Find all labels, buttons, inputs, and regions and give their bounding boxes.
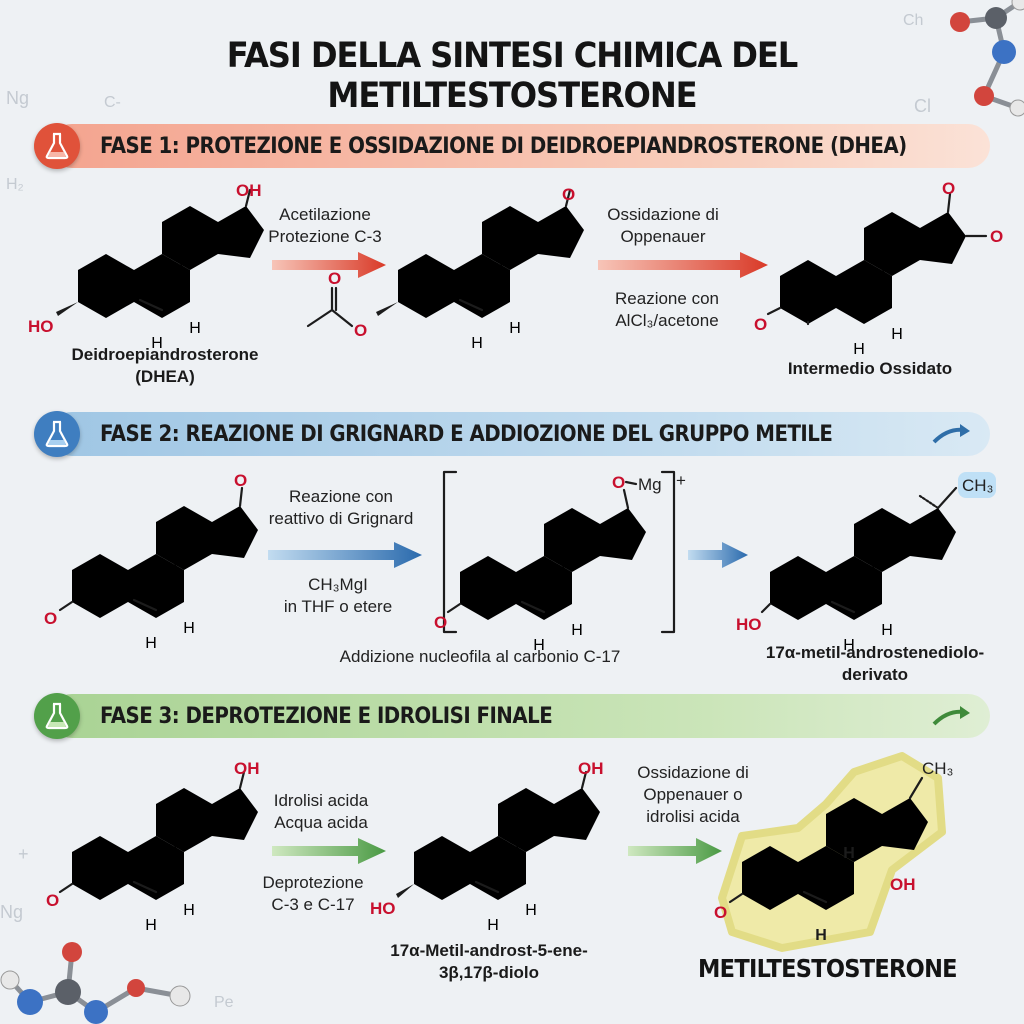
background-symbol: C- <box>104 94 121 111</box>
flask-icon <box>45 702 69 730</box>
diol-label: 17α-Metil-androst-5-ene- 3β,17β-diolo <box>390 941 588 982</box>
reaction-arrow <box>272 252 386 278</box>
grignard-step-label: Reazione con reattivo di Grignard <box>268 487 414 528</box>
phase2-flask-badge <box>34 411 80 457</box>
carbonyl-label: O <box>562 185 575 204</box>
ester-oxygen-label: O <box>354 321 367 340</box>
methyl-androstenediol-label: 17α-metil-androstenediolo- derivato <box>765 643 985 684</box>
nucleophilic-addition-note: Addizione nucleofila al carbonio C-17 <box>339 647 621 666</box>
methyl-label: CH₃ <box>962 476 993 495</box>
alcl3-step-label: Reazione con AlCl₃/acetone <box>615 289 719 330</box>
magnesium-alkoxide-molecule: O O Mg <box>434 473 662 654</box>
hydroxyl-label: HO <box>28 317 54 336</box>
methyltestosterone-molecule: H H O CH₃ OH <box>714 752 953 952</box>
reaction-arrow <box>268 542 422 568</box>
carbonyl-label: O <box>44 609 57 628</box>
hydroxyl-label: OH <box>234 759 260 778</box>
alkoxide-oxygen-label: O <box>612 473 625 492</box>
hydroxyl-label: OH <box>890 875 916 894</box>
reaction-arrow <box>598 252 768 278</box>
acid-hydrolysis-step-label: Idrolisi acida Acqua acida <box>273 791 369 832</box>
svg-text:H: H <box>843 845 855 862</box>
hydroxyl-label: HO <box>370 899 396 918</box>
testosterone-like-molecule: O OH <box>46 759 260 934</box>
ball-and-stick-molecule-icon <box>0 942 191 1024</box>
dhea-molecule: OH HO <box>28 181 264 352</box>
carbonyl-label: O <box>942 179 955 198</box>
background-symbol: Ng <box>0 902 24 922</box>
phase3-flask-badge <box>34 693 80 739</box>
background-symbol: Ng <box>6 88 30 108</box>
hydroxyl-label: OH <box>578 759 604 778</box>
grignard-intermediate-bracket <box>442 470 676 634</box>
carbonyl-label: O <box>754 315 767 334</box>
hydroxyl-label: OH <box>236 181 262 200</box>
background-symbol: Cl <box>914 96 931 116</box>
phase3-banner: FASE 3: DEPROTEZIONE E IDROLISI FINALE <box>50 694 990 738</box>
forward-arrow-icon <box>932 706 970 726</box>
page-title: FASI DELLA SINTESI CHIMICA DEL METILTEST… <box>226 36 799 116</box>
carbonyl-label: O <box>714 903 727 922</box>
reaction-arrow <box>272 838 386 864</box>
reaction-arrow <box>688 542 748 568</box>
reagent-step-label: CH₃MgI in THF o etere <box>283 575 393 616</box>
background-symbol: Pe <box>214 994 234 1011</box>
final-step-label: Ossidazione di Oppenauer o idrolisi acid… <box>637 763 749 826</box>
forward-arrow-icon <box>932 424 970 444</box>
phase1-flask-badge <box>34 123 80 169</box>
deprotection-step-label: Deprotezione C-3 e C-17 <box>262 873 364 914</box>
phase2-banner: FASE 2: REAZIONE DI GRIGNARD E ADDIOZION… <box>50 412 990 456</box>
carbonyl-label: O <box>990 227 1003 246</box>
oppenauer-step-label: Ossidazione di Oppenauer <box>607 205 719 246</box>
methyl-androstenediol-diol-molecule: HO OH <box>370 759 604 934</box>
flask-icon <box>45 420 69 448</box>
background-symbol: Ch <box>903 12 924 29</box>
acetylation-step-label: Acetilazione Protezione C-3 <box>268 205 382 246</box>
carbonyl-label: O <box>328 269 341 288</box>
methyltestosterone-label: METILTESTOSTERONE <box>698 954 958 983</box>
magnesium-label: Mg <box>638 475 662 494</box>
carbonyl-label: O <box>434 613 447 632</box>
intermediate-label: Intermedio Ossidato <box>787 359 953 378</box>
background-symbol: + <box>18 844 29 864</box>
carbonyl-label: O <box>234 471 247 490</box>
reaction-arrow <box>628 838 722 864</box>
phase1-title: FASE 1: PROTEZIONE E OSSIDAZIONE DI DEID… <box>100 133 907 159</box>
carbonyl-label: O <box>46 891 59 910</box>
flask-icon <box>45 132 69 160</box>
oxidized-intermediate-molecule: O O O <box>754 179 1003 358</box>
svg-text:H: H <box>815 927 827 944</box>
phase1-banner: FASE 1: PROTEZIONE E OSSIDAZIONE DI DEID… <box>50 124 990 168</box>
hydroxyl-label: HO <box>736 615 762 634</box>
acetylated-dhea-molecule: O O O <box>306 185 584 352</box>
phase3-title: FASE 3: DEPROTEZIONE E IDROLISI FINALE <box>100 703 553 729</box>
background-symbol: H₂ <box>6 176 24 193</box>
charge-label: + <box>676 471 686 490</box>
dhea-label: Deidroepiandrosterone (DHEA) <box>71 345 259 386</box>
methyl-label: CH₃ <box>922 759 953 778</box>
phase2-title: FASE 2: REAZIONE DI GRIGNARD E ADDIOZION… <box>100 421 833 447</box>
ball-and-stick-molecule-icon <box>950 0 1024 117</box>
methyl-androstenediol-molecule: HO CH₃ <box>736 472 996 654</box>
androstenedione-molecule: O O <box>44 471 258 652</box>
